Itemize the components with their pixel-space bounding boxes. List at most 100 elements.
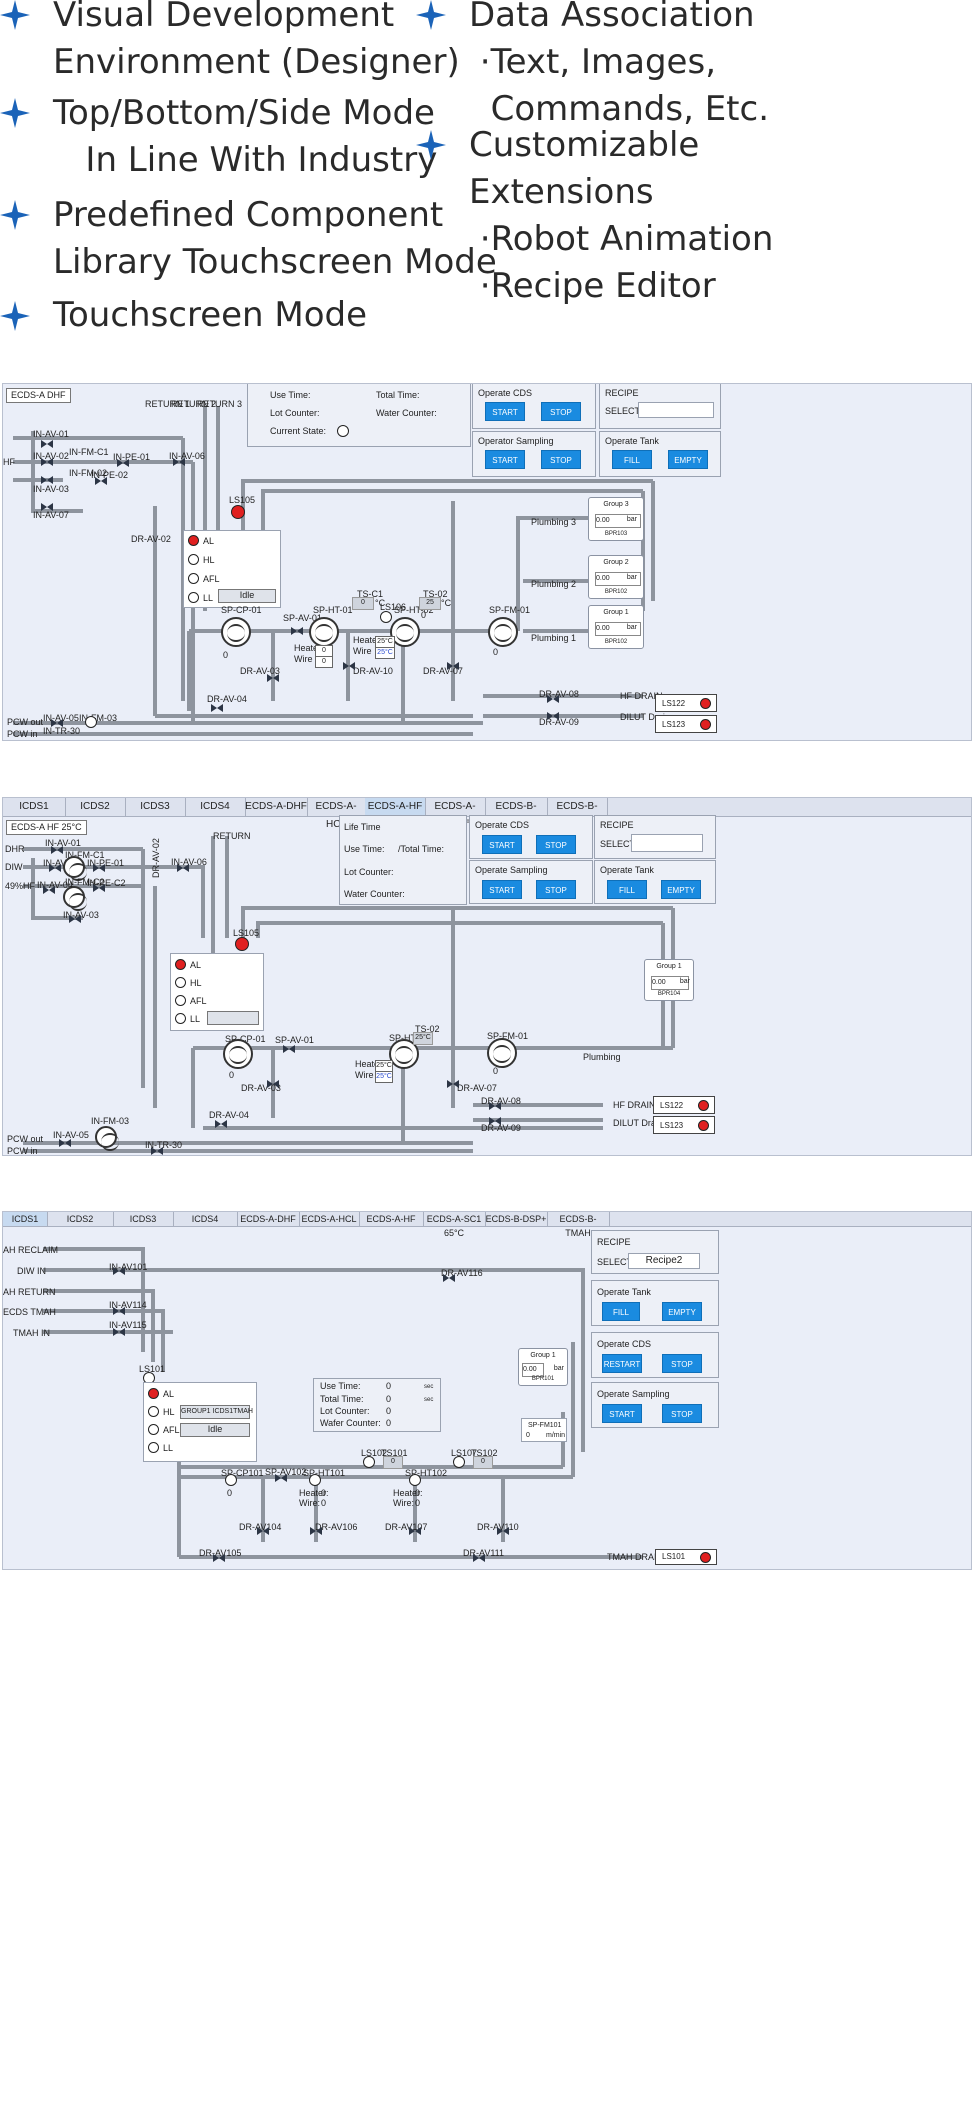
valve-icon[interactable] xyxy=(310,1527,322,1535)
valve-icon[interactable] xyxy=(51,846,63,854)
heater-icon[interactable] xyxy=(309,1474,321,1486)
valve-icon[interactable] xyxy=(257,1527,269,1535)
stop-button[interactable]: STOP xyxy=(541,402,581,421)
tab-icds4[interactable]: ICDS4 xyxy=(185,798,246,816)
inlet-label: ECDS TMAH xyxy=(3,1307,56,1317)
heater-icon[interactable] xyxy=(309,617,339,647)
valve-icon[interactable] xyxy=(113,1328,125,1336)
valve-icon[interactable] xyxy=(113,1267,125,1275)
tab-icds2[interactable]: ICDS2 xyxy=(47,1212,114,1226)
valve-icon[interactable] xyxy=(447,1080,459,1088)
valve-icon[interactable] xyxy=(177,864,189,872)
tab-icds3[interactable]: ICDS3 xyxy=(113,1212,174,1226)
valve-icon[interactable] xyxy=(49,864,61,872)
tab-icds2[interactable]: ICDS2 xyxy=(65,798,126,816)
stop-button[interactable]: STOP xyxy=(662,1404,702,1423)
tab-ecds-a-hcl[interactable]: ECDS-A-HCL xyxy=(307,798,366,830)
tab-icds3[interactable]: ICDS3 xyxy=(125,798,186,816)
valve-icon[interactable] xyxy=(59,1139,71,1147)
valve-icon[interactable] xyxy=(497,1527,509,1535)
valve-icon[interactable] xyxy=(117,459,129,467)
valve-icon[interactable] xyxy=(275,1474,287,1482)
tab-ecds-a-hcl[interactable]: ECDS-A-HCL xyxy=(299,1212,360,1226)
valve-icon[interactable] xyxy=(267,1080,279,1088)
start-button[interactable]: START xyxy=(485,402,525,421)
valve-icon[interactable] xyxy=(151,1147,163,1155)
valve-icon[interactable] xyxy=(41,476,53,484)
alarm-lamp-icon xyxy=(231,505,245,519)
valve-icon[interactable] xyxy=(489,1102,501,1110)
flow-meter-icon[interactable] xyxy=(63,856,87,881)
empty-button[interactable]: EMPTY xyxy=(662,1302,702,1321)
tab-icds4[interactable]: ICDS4 xyxy=(173,1212,238,1226)
fill-button[interactable]: FILL xyxy=(602,1302,640,1321)
valve-icon[interactable] xyxy=(41,503,53,511)
tab-ecds-b-tmah[interactable]: ECDS-B-TMAH xyxy=(547,798,608,830)
recipe-select[interactable]: Recipe2 xyxy=(628,1253,700,1269)
valve-icon[interactable] xyxy=(173,458,185,466)
tab-icds1[interactable]: ICDS1 xyxy=(3,1212,48,1226)
stop-button[interactable]: STOP xyxy=(662,1354,702,1373)
valve-icon[interactable] xyxy=(215,1120,227,1128)
start-button[interactable]: START xyxy=(602,1404,642,1423)
fill-button[interactable]: FILL xyxy=(607,880,647,899)
tab-ecds-b-dsp[interactable]: ECDS-B-DSP+ xyxy=(485,798,548,830)
tab-ecds-b-tmah[interactable]: ECDS-B-TMAH xyxy=(547,1212,610,1238)
flow-box: SP-FM101 0 m/min xyxy=(521,1418,567,1442)
empty-button[interactable]: EMPTY xyxy=(661,880,701,899)
heater-label: Heater xyxy=(294,643,322,653)
valve-icon[interactable] xyxy=(211,704,223,712)
start-button[interactable]: START xyxy=(485,450,525,469)
start-button[interactable]: START xyxy=(482,880,522,899)
valve-icon[interactable] xyxy=(93,864,105,872)
valve-icon[interactable] xyxy=(547,695,559,703)
tab-ecds-a-dhf[interactable]: ECDS-A-DHF xyxy=(245,798,308,816)
empty-button[interactable]: EMPTY xyxy=(668,450,708,469)
valve-icon[interactable] xyxy=(343,662,355,670)
tab-ecds-a-sc1[interactable]: ECDS-A-SC1 65°C xyxy=(425,798,486,830)
valve-icon[interactable] xyxy=(443,1274,455,1282)
stop-button[interactable]: STOP xyxy=(536,880,576,899)
valve-label: IN-PE-C2 xyxy=(87,878,126,888)
valve-icon[interactable] xyxy=(95,477,107,485)
valve-icon[interactable] xyxy=(473,1554,485,1562)
valve-icon[interactable] xyxy=(267,674,279,682)
valve-icon[interactable] xyxy=(69,915,81,923)
flow-meter-icon[interactable] xyxy=(487,1038,517,1068)
tab-ecds-a-hf[interactable]: ECDS-A-HF xyxy=(359,1212,424,1226)
tab-ecds-a-dhf[interactable]: ECDS-A-DHF xyxy=(237,1212,300,1226)
recipe-select[interactable] xyxy=(631,834,703,852)
valve-icon[interactable] xyxy=(41,458,53,466)
flow-meter-icon[interactable] xyxy=(95,1126,119,1151)
valve-icon[interactable] xyxy=(447,662,459,670)
pump-icon[interactable] xyxy=(223,1039,253,1069)
valve-icon[interactable] xyxy=(409,1527,421,1535)
stop-button[interactable]: STOP xyxy=(541,450,581,469)
tab-ecds-a-sc1[interactable]: ECDS-A-SC1 65°C xyxy=(423,1212,486,1238)
valve-icon[interactable] xyxy=(51,719,63,727)
valve-icon[interactable] xyxy=(547,712,559,720)
valve-icon[interactable] xyxy=(41,440,53,448)
valve-icon[interactable] xyxy=(291,627,303,635)
restart-button[interactable]: RESTART xyxy=(602,1354,642,1373)
heater-icon[interactable] xyxy=(390,617,420,647)
valve-icon[interactable] xyxy=(213,1554,225,1562)
tab-ecds-a-hf[interactable]: ECDS-A-HF xyxy=(365,798,426,816)
fill-button[interactable]: FILL xyxy=(612,450,652,469)
tab-ecds-b-dsp[interactable]: ECDS-B-DSP+ xyxy=(485,1212,548,1226)
flow-meter-icon[interactable] xyxy=(63,886,87,911)
start-button[interactable]: START xyxy=(482,835,522,854)
valve-icon[interactable] xyxy=(93,884,105,892)
stop-button[interactable]: STOP xyxy=(536,835,576,854)
tab-icds1[interactable]: ICDS1 xyxy=(3,798,66,816)
flow-meter-icon[interactable] xyxy=(488,617,518,647)
valve-label: IN-AV-05 xyxy=(43,713,79,723)
valve-icon[interactable] xyxy=(43,886,55,894)
recipe-select[interactable] xyxy=(638,402,714,418)
valve-icon[interactable] xyxy=(113,1307,125,1315)
pump-icon[interactable] xyxy=(221,617,251,647)
valve-icon[interactable] xyxy=(489,1117,501,1125)
pump-icon[interactable] xyxy=(225,1474,237,1486)
heater-icon[interactable] xyxy=(409,1474,421,1486)
valve-icon[interactable] xyxy=(283,1045,295,1053)
